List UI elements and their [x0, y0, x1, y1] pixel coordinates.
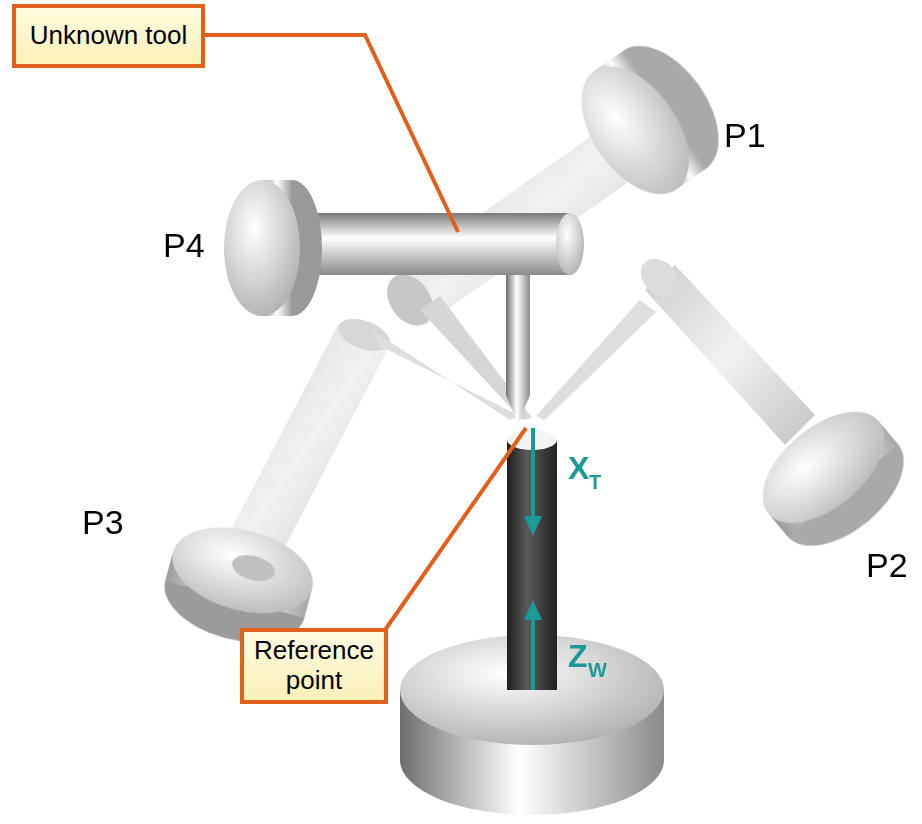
- unknown-tool: [224, 180, 584, 424]
- axis-subscript: W: [588, 660, 607, 680]
- callout-text: Reference point: [254, 636, 374, 696]
- pose-label: P4: [163, 228, 205, 262]
- reference-post: [507, 420, 557, 690]
- axis-label: Z: [568, 640, 588, 672]
- callout-text: Unknown tool: [30, 21, 188, 51]
- axis-label: X: [568, 452, 589, 484]
- leader-lines: [205, 35, 526, 630]
- pose-label: P3: [82, 505, 124, 539]
- axis-arrows: [524, 428, 542, 690]
- callout-box: Reference point: [240, 628, 388, 704]
- callout-box: Unknown tool: [12, 4, 205, 68]
- axis-subscript: T: [589, 472, 601, 492]
- pose-label: P1: [724, 118, 766, 152]
- pose-label: P2: [866, 548, 908, 582]
